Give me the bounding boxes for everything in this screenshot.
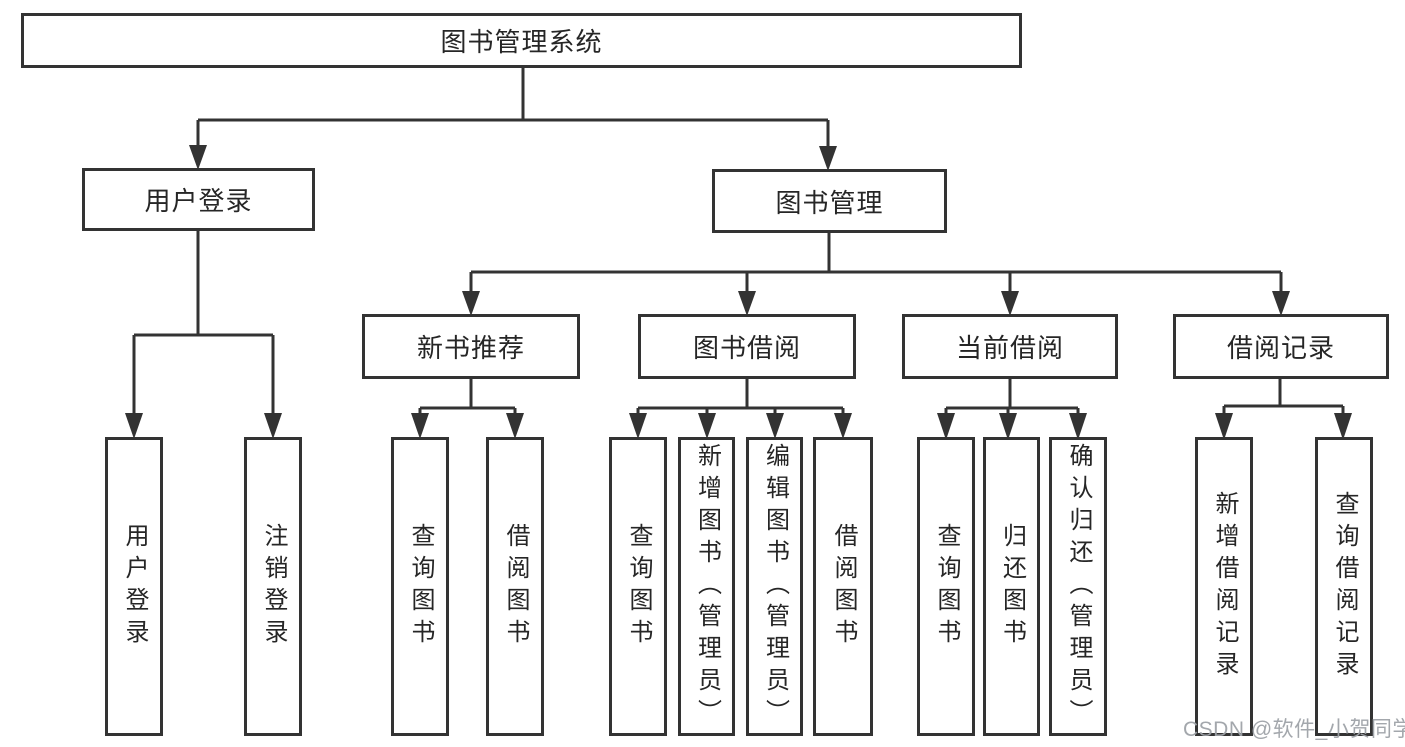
leaf-current-query-book: 查询图书	[917, 437, 975, 736]
arrowhead-icon	[766, 413, 784, 439]
leaf-borrow-book: 借阅图书	[813, 437, 873, 736]
connector-root-to-level2	[196, 68, 830, 151]
connector-borrow-to-leaves	[636, 379, 845, 418]
arrowhead-icon	[738, 291, 756, 316]
arrowhead-icon	[1069, 413, 1087, 440]
arrowhead-icon	[462, 291, 480, 316]
connector-userlogin-to-leaves	[132, 231, 275, 418]
arrowhead-icon	[1272, 291, 1290, 316]
arrowhead-icon	[506, 413, 524, 439]
node-book-management: 图书管理	[712, 169, 947, 233]
arrowhead-icon	[264, 413, 282, 439]
connector-records-to-leaves	[1222, 377, 1345, 418]
watermark: CSDN @软件_小贺同学	[1183, 718, 1405, 741]
connector-current-to-leaves	[944, 379, 1080, 418]
leaf-borrow-query-book: 查询图书	[609, 437, 667, 736]
leaf-logout: 注销登录	[244, 437, 302, 736]
connector-newbooks-to-leaves	[418, 379, 517, 418]
arrowhead-icon	[629, 413, 647, 439]
arrowhead-icon	[411, 413, 429, 439]
leaf-confirm-return-admin: 确认归还（管理员）	[1049, 437, 1107, 736]
leaf-newbooks-borrow-book: 借阅图书	[486, 437, 544, 736]
node-borrow-records: 借阅记录	[1173, 314, 1389, 379]
arrowhead-icon	[937, 413, 955, 440]
arrowhead-icon	[189, 145, 207, 170]
leaf-edit-book-admin: 编辑图书（管理员）	[746, 437, 803, 736]
node-book-borrow: 图书借阅	[638, 314, 856, 379]
arrowhead-icon	[698, 413, 716, 439]
leaf-return-book: 归还图书	[983, 437, 1040, 736]
connector-bookmgmt-to-level3	[469, 233, 1283, 296]
leaf-add-borrow-record: 新增借阅记录	[1195, 437, 1253, 736]
node-root-system: 图书管理系统	[21, 13, 1022, 68]
arrowhead-icon	[1334, 413, 1352, 440]
arrowheads	[125, 145, 1352, 440]
leaf-add-book-admin: 新增图书（管理员）	[678, 437, 735, 736]
leaf-user-login: 用户登录	[105, 437, 163, 736]
leaf-newbooks-query-book: 查询图书	[391, 437, 449, 736]
node-user-login: 用户登录	[82, 168, 315, 231]
arrowhead-icon	[834, 413, 852, 439]
node-new-book-recommend: 新书推荐	[362, 314, 580, 379]
leaf-query-borrow-record: 查询借阅记录	[1315, 437, 1373, 736]
node-current-borrow: 当前借阅	[902, 314, 1118, 379]
arrowhead-icon	[999, 413, 1017, 440]
arrowhead-icon	[125, 413, 143, 439]
arrowhead-icon	[1215, 413, 1233, 440]
arrowhead-icon	[1001, 291, 1019, 316]
arrowhead-icon	[819, 146, 837, 171]
